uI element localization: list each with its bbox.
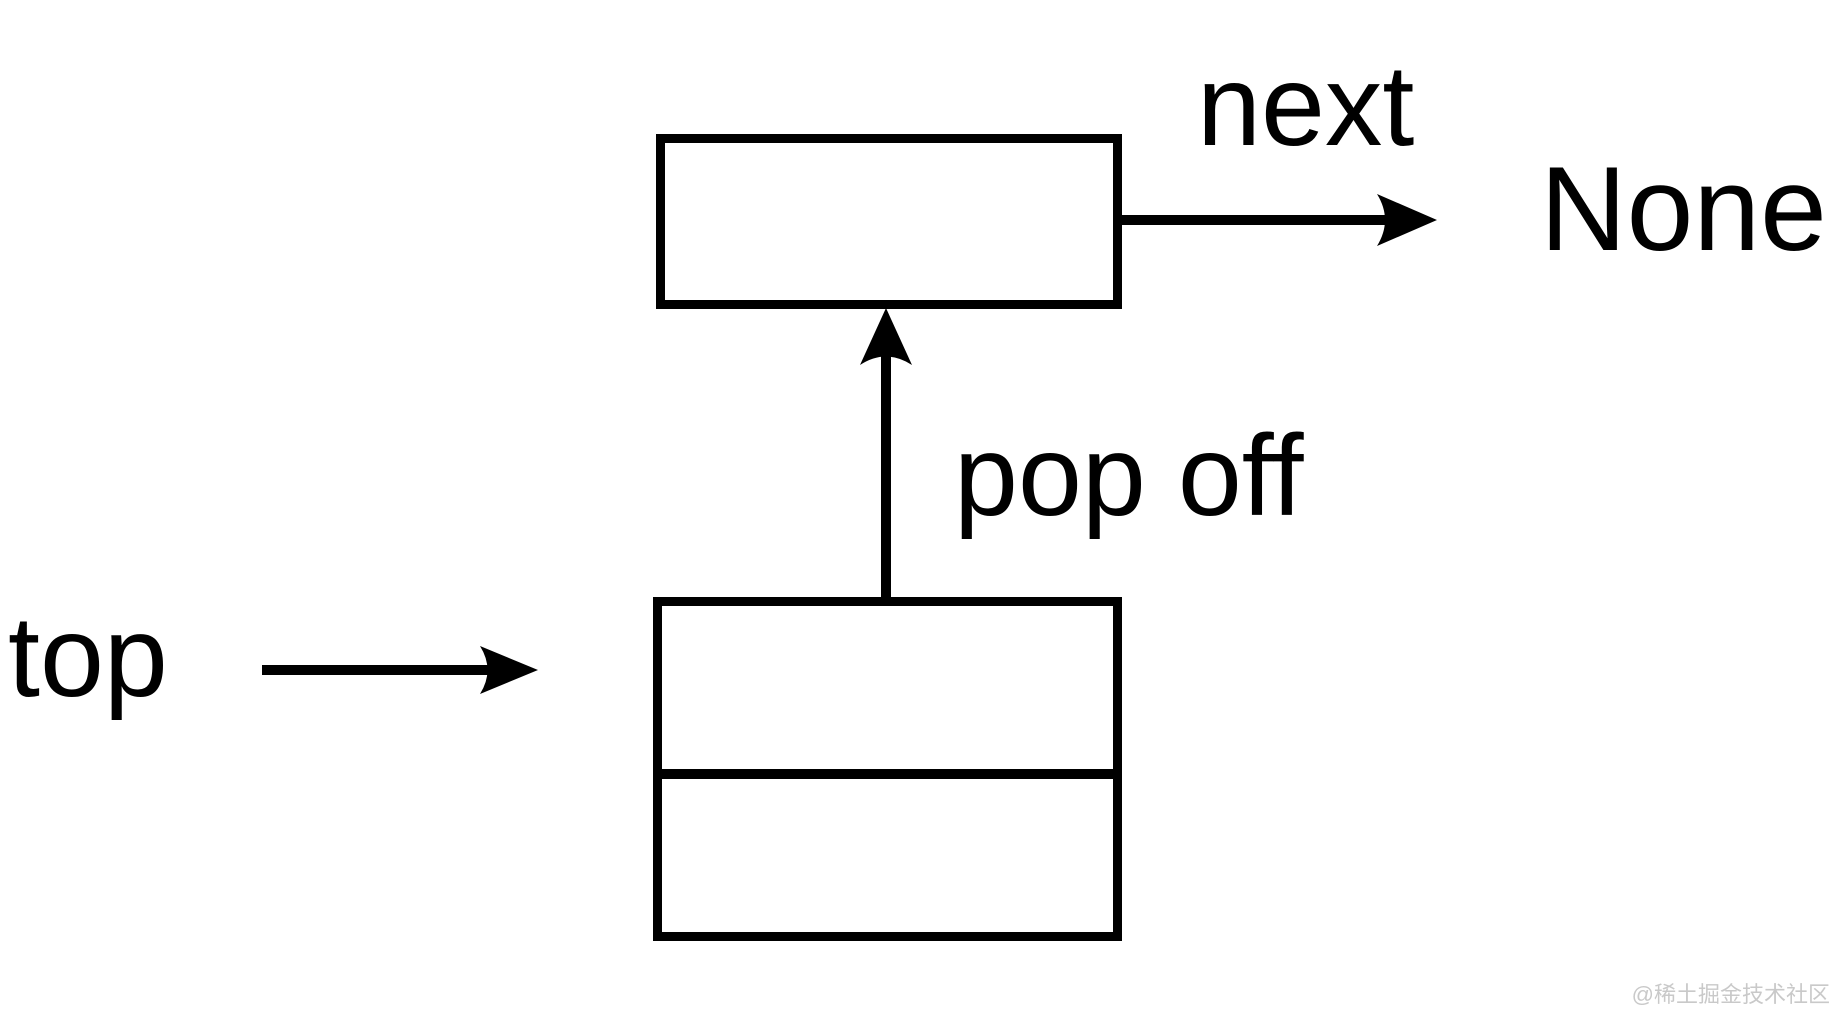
none-value-label: None [1540,142,1827,276]
next-field-label: next [1197,42,1415,170]
next-arrow [1118,194,1437,246]
top-pointer-arrow [262,646,538,694]
stack-cell-bottom [662,779,1113,932]
stack-box [653,597,1122,941]
pop-off-arrow [860,308,912,597]
popped-node-box [656,134,1122,309]
stack-cell-divider [662,769,1113,779]
stack-cell-top [662,606,1113,769]
top-pointer-label: top [8,593,168,721]
watermark-text: @稀土掘金技术社区 [1631,982,1830,1007]
pop-off-operation-label: pop off [954,412,1304,540]
